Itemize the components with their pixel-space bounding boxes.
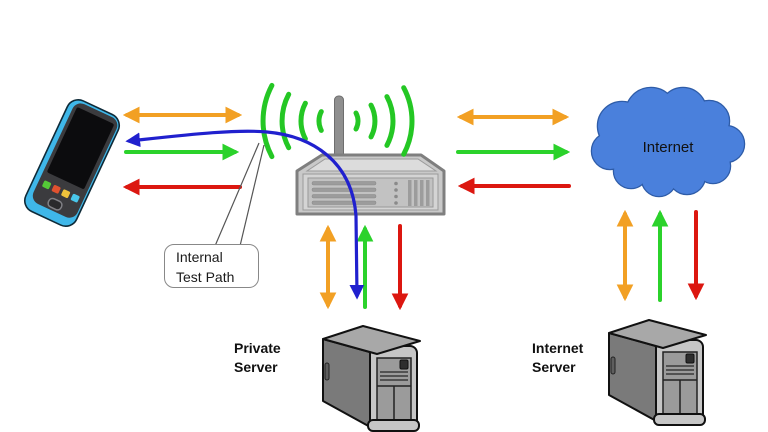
router-top-face	[305, 158, 438, 172]
internet-cloud-label: Internet	[642, 139, 694, 156]
internet-server-label-line2: Server	[532, 359, 576, 375]
private-server-label: Private Server	[234, 339, 281, 377]
wifi-signal-right-icon	[353, 85, 415, 157]
internet-cloud	[590, 86, 746, 198]
internal-test-path-callout: Internal Test Path	[164, 244, 259, 288]
internet-server-label: Internet Server	[532, 339, 583, 377]
private-server-label-line2: Server	[234, 359, 278, 375]
phone-screen	[47, 107, 114, 189]
smartphone	[23, 99, 121, 227]
router-side-slots	[408, 180, 430, 206]
router-leds	[394, 181, 398, 205]
internal-test-path-arrow	[125, 129, 365, 300]
private-server	[322, 325, 421, 432]
phone-home-button	[47, 197, 63, 211]
internet-server	[608, 319, 707, 426]
router-antenna	[334, 95, 344, 159]
phone-app-icons	[42, 180, 80, 203]
internet-server-label-line1: Internet	[532, 340, 584, 356]
callout-text-line1: Internal	[176, 249, 223, 265]
cloud-shape	[590, 86, 746, 198]
private-server-label-line1: Private	[234, 340, 281, 356]
callout-text-line2: Test Path	[176, 269, 235, 285]
callout-pointer-lines	[214, 142, 265, 247]
